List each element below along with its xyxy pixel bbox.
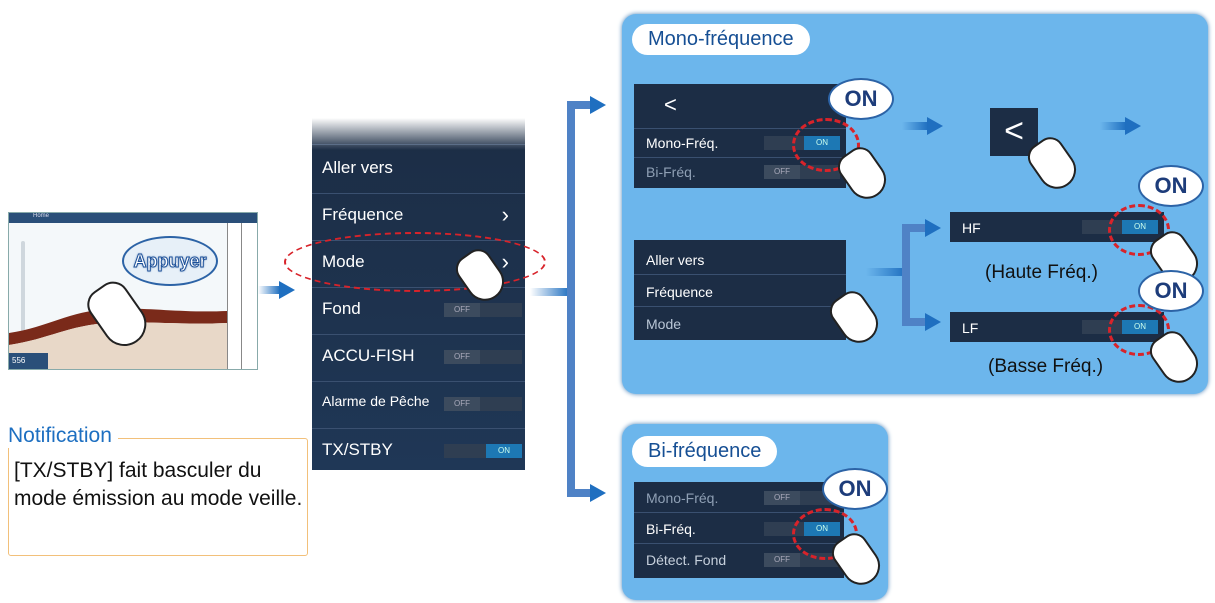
bi-mono-freq-row[interactable]: Mono-Fréq. OFF (634, 484, 844, 513)
home-label: Home (33, 213, 50, 219)
branch-connector (567, 101, 575, 497)
toggle-state: ON (486, 444, 522, 458)
frequence-row[interactable]: Fréquence (634, 278, 846, 307)
hf-label: HF (962, 220, 981, 236)
arrow-shaft (258, 286, 280, 294)
detect-fond-label: Détect. Fond (646, 552, 727, 568)
hf-shaft (902, 224, 926, 232)
toggle-state: OFF (764, 165, 800, 179)
back-icon[interactable]: < (664, 92, 677, 117)
gain-slider (21, 241, 25, 341)
notification-text: [TX/STBY] fait basculer du mode émission… (14, 459, 303, 510)
connector-shaft (530, 288, 570, 296)
arrow-right-icon (927, 117, 943, 135)
arrow-right-icon (590, 484, 606, 502)
arrow-right-icon (925, 219, 941, 237)
mode-row[interactable]: Mode (634, 310, 846, 338)
connector-shaft (866, 268, 906, 276)
on-callout: ON (1138, 165, 1204, 207)
mode-highlight-ring (284, 232, 546, 292)
mode-label: Mode (646, 316, 682, 332)
chevron-right-icon: › (501, 202, 509, 227)
menu-item-label: Fond (322, 299, 361, 318)
branch-bottom-shaft (567, 489, 591, 497)
on-callout: ON (828, 78, 894, 120)
menu-item-label: Alarme de Pêche (322, 393, 430, 409)
bi-freq-label: Bi-Fréq. (646, 164, 696, 180)
bi-panel-title: Bi-fréquence (632, 436, 778, 467)
zoom-scale (241, 223, 257, 369)
mono-freq-label: Mono-Fréq. (646, 135, 719, 151)
mono-freq-label: Mono-Fréq. (646, 490, 719, 506)
tap-label: Appuyer (133, 251, 207, 272)
mono-freq-highlight (792, 118, 860, 172)
lf-caption: (Basse Fréq.) (988, 356, 1104, 377)
branch-top-shaft (567, 101, 591, 109)
arrow-right-icon (279, 281, 295, 299)
menu-fade (312, 118, 525, 150)
hf-lf-connector (902, 224, 910, 324)
toggle-state: OFF (444, 303, 480, 317)
fond-toggle[interactable]: OFF (444, 303, 522, 317)
hf-highlight (1108, 204, 1170, 256)
aller-vers-row[interactable]: Aller vers (634, 246, 846, 275)
toggle-state: OFF (764, 553, 800, 567)
thumbnail-topbar: Home (9, 213, 257, 223)
tx-stby-toggle[interactable]: ON (444, 444, 522, 458)
lf-shaft (902, 318, 926, 326)
lf-label: LF (962, 320, 979, 336)
mono-panel-title: Mono-fréquence (632, 24, 810, 55)
depth-readout: 556 (9, 353, 48, 369)
toggle-state: OFF (444, 397, 480, 411)
arrow-right-icon (1125, 117, 1141, 135)
menu-item-label: TX/STBY (322, 440, 393, 459)
tap-callout: Appuyer (122, 236, 218, 286)
notification-box (8, 438, 308, 556)
frequency-submenu: Aller vers Fréquence Mode (634, 240, 846, 340)
menu-item-fond[interactable]: Fond OFF (312, 286, 525, 335)
echogram-screenshot: Home 556 (8, 212, 258, 370)
notification-title: Notification (8, 424, 118, 448)
alarme-toggle[interactable]: OFF (444, 397, 522, 411)
lf-highlight (1108, 304, 1170, 356)
depth-scale (227, 223, 242, 369)
accu-fish-toggle[interactable]: OFF (444, 350, 522, 364)
arrow-shaft (902, 122, 928, 130)
frequence-label: Fréquence (646, 284, 713, 300)
arrow-right-icon (590, 96, 606, 114)
menu-item-aller-vers[interactable]: Aller vers (312, 145, 525, 194)
on-callout: ON (1138, 270, 1204, 312)
menu-item-label: ACCU-FISH (322, 346, 415, 365)
menu-item-accu-fish[interactable]: ACCU-FISH OFF (312, 333, 525, 382)
arrow-shaft (1100, 122, 1126, 130)
toggle-state: OFF (444, 350, 480, 364)
menu-item-label: Fréquence (322, 205, 404, 224)
menu-item-alarme[interactable]: Alarme de Pêche OFF (312, 380, 525, 429)
bi-freq-label: Bi-Fréq. (646, 521, 696, 537)
back-row[interactable]: < (634, 84, 846, 129)
toggle-state: OFF (764, 491, 800, 505)
on-callout: ON (822, 468, 888, 510)
menu-item-tx-stby[interactable]: TX/STBY ON (312, 427, 525, 475)
arrow-right-icon (925, 313, 941, 331)
bi-mono-freq-toggle[interactable]: OFF (764, 491, 840, 505)
menu-item-label: Aller vers (322, 158, 393, 177)
aller-vers-label: Aller vers (646, 252, 705, 268)
hf-caption: (Haute Fréq.) (985, 262, 1098, 283)
